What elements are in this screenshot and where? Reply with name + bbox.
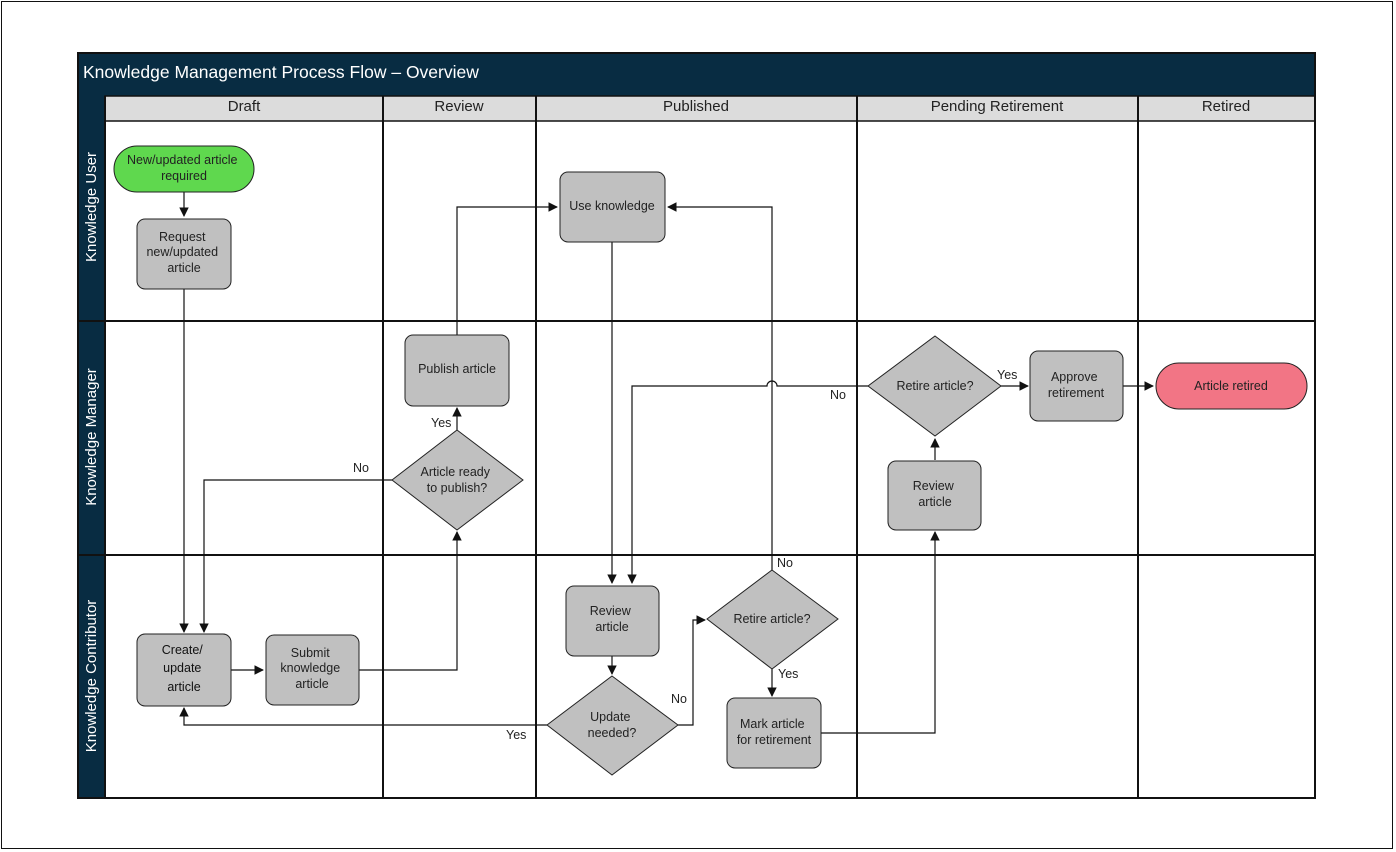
- edge-label-update-yes: Yes: [506, 728, 526, 742]
- svg-text:Review article: Review article: [590, 604, 634, 634]
- edge-label-retire2-yes: Yes: [997, 368, 1017, 382]
- svg-text:Create/ update art: Create/ update article: [162, 643, 206, 694]
- edge-label-update-no: No: [671, 692, 687, 706]
- connector-publish-to-use: [456, 202, 558, 335]
- lane-header-strip: [78, 96, 105, 798]
- svg-text:Submit knowledge a: Submit knowledge article: [280, 646, 343, 691]
- column-header-bg: [104, 95, 1316, 122]
- connector-retire-no-to-review-pub: [627, 380, 868, 584]
- svg-text:Retire article?: Retire article?: [733, 612, 810, 626]
- svg-text:Article retired: Article retired: [1194, 379, 1268, 393]
- node-use-knowledge: Use knowledge: [559, 171, 666, 243]
- node-mark-for-retirement: Mark article for retirement: [726, 697, 822, 769]
- diagram-title: Knowledge Management Process Flow – Over…: [83, 62, 479, 82]
- svg-text:Retire article?: Retire article?: [896, 379, 973, 393]
- edge-label-retire1-yes: Yes: [778, 667, 798, 681]
- column-header-pending-retirement: Pending Retirement: [931, 98, 1064, 115]
- edge-label-retire2-no: No: [830, 388, 846, 402]
- lane-label-knowledge-contributor: Knowledge Contributor: [83, 600, 100, 753]
- node-update-needed-decision: Update needed?: [546, 675, 679, 776]
- edge-label-retire1-no: No: [777, 556, 793, 570]
- svg-text:New/updated article requ: New/updated article required: [127, 153, 241, 183]
- node-start-line-2: required: [161, 169, 207, 183]
- column-header-review: Review: [434, 98, 483, 115]
- node-article-ready-decision: Article ready to publish?: [391, 429, 524, 531]
- svg-text:Review article: Review article: [913, 479, 957, 509]
- connector-submit-to-ready: [359, 531, 462, 671]
- column-header-retired: Retired: [1202, 98, 1250, 115]
- node-start: New/updated article required: [113, 145, 255, 193]
- connector-ready-no-to-create: [199, 479, 392, 633]
- node-retire-article-decision-pending: Retire article?: [867, 335, 1002, 437]
- connector-retire-no-to-use: [667, 202, 773, 570]
- svg-text:Article ready to publish: Article ready to publish?: [421, 465, 494, 495]
- title-bar: [78, 53, 1315, 96]
- edge-label-ready-no: No: [353, 461, 369, 475]
- lane-label-knowledge-user: Knowledge User: [83, 152, 100, 262]
- svg-text:Mark article for retirem: Mark article for retirement: [737, 717, 812, 747]
- lane-label-knowledge-manager: Knowledge Manager: [83, 368, 100, 506]
- connectors: [179, 192, 1154, 734]
- svg-text:Approve retirement: Approve retirement: [1048, 370, 1105, 400]
- node-approve-retirement: Approve retirement: [1029, 350, 1124, 422]
- svg-text:Update needed?: Update needed?: [588, 710, 637, 740]
- svg-text:Publish article: Publish article: [418, 362, 496, 376]
- node-review-article-published: Review article: [565, 585, 660, 657]
- node-retire-article-decision-published: Retire article?: [706, 569, 839, 670]
- column-header-published: Published: [663, 98, 729, 115]
- swimlane-grid: [77, 52, 1316, 799]
- node-request-article: Request new/updated article: [136, 218, 232, 290]
- column-header-draft: Draft: [228, 98, 261, 115]
- node-article-retired: Article retired: [1155, 362, 1308, 410]
- node-create-update-article: Create/ update article: [136, 633, 232, 707]
- node-submit-knowledge-article: Submit knowledge article: [265, 634, 360, 706]
- connector-mark-to-review-pend: [821, 531, 940, 734]
- edge-label-ready-yes: Yes: [431, 416, 451, 430]
- svg-text:Use knowledge: Use knowledge: [569, 199, 655, 213]
- connector-update-no-to-retire: [678, 615, 706, 726]
- connector-update-yes-to-create: [179, 707, 547, 726]
- node-publish-article: Publish article: [404, 334, 510, 407]
- node-review-article-pending: Review article: [887, 460, 982, 531]
- node-start-line-1: New/updated article: [127, 153, 238, 167]
- svg-text:Request new/updated: Request new/updated article: [146, 230, 221, 275]
